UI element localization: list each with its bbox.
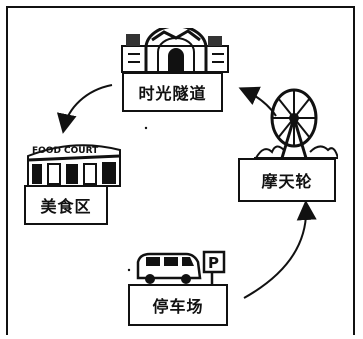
food-court-building-icon: FOOD COURT [27, 144, 121, 187]
diagram-frame [6, 6, 355, 335]
van-icon: P [136, 250, 226, 284]
ferris-wheel-icon [254, 88, 338, 159]
tunnel-building-icon [121, 28, 229, 73]
arrow-parking-to-wheel [243, 200, 317, 299]
arrow-wheel-to-tunnel [238, 86, 277, 117]
food-court-label: 美食区 [24, 185, 108, 225]
parking-sign-icon: P [208, 254, 219, 272]
parking-label: 停车场 [128, 284, 228, 326]
tunnel-label: 时光隧道 [122, 72, 223, 112]
food-court-sign: FOOD COURT [32, 146, 99, 156]
ferris-wheel-label: 摩天轮 [238, 158, 336, 202]
arrow-tunnel-to-food [56, 84, 113, 134]
